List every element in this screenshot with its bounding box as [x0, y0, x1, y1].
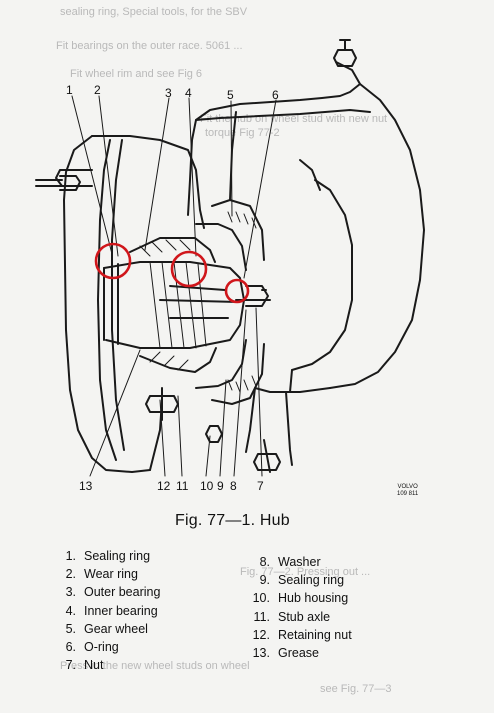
callout-1: 1 [66, 83, 73, 97]
bleed-text: Fit bearings on the outer race. 5061 ... [56, 40, 243, 52]
legend-number: 7. [65, 658, 76, 673]
legend-label: Washer [278, 555, 321, 569]
callout-3: 3 [165, 86, 172, 100]
vendor-mark: VOLVO 109 811 [397, 484, 418, 498]
callout-6: 6 [272, 88, 279, 102]
legend-item: 1. Sealing ring [50, 547, 160, 565]
legend-item: 12. Retaining nut [244, 626, 352, 644]
stub-axle [145, 387, 281, 473]
legend-item: 13. Grease [244, 644, 352, 662]
legend-right: 8. Washer 9. Sealing ring 10. Hub housing 1… [244, 553, 352, 662]
legend-number: 11. [253, 609, 270, 624]
legend-item: 2. Wear ring [50, 565, 160, 583]
legend-number: 2. [65, 567, 76, 582]
legend-label: Grease [278, 646, 319, 661]
callout-5: 5 [227, 88, 234, 102]
bleed-text: Fig. 77—2. Pressing out ... [240, 566, 371, 578]
bleed-text: sealing ring, Special tools, for the SBV [60, 6, 248, 18]
callout-2: 2 [94, 83, 101, 97]
callout-12: 12 [157, 479, 171, 493]
figure-caption: Fig. 77—1. Hub [175, 512, 290, 529]
bleed-text: torque Fig 77-2 [205, 127, 280, 139]
highlight-circle-inner-bearing [170, 250, 208, 288]
legend-label: Nut [84, 658, 104, 673]
leader-lines [71, 95, 277, 477]
legend-item: 4. Inner bearing [50, 602, 160, 620]
legend-label: Sealing ring [278, 573, 345, 588]
callout-4: 4 [185, 86, 192, 100]
gear-wheel [139, 211, 257, 393]
legend-item: 3. Outer bearing [50, 583, 161, 601]
vendor-name: VOLVO [397, 484, 418, 490]
callout-8: 8 [230, 479, 237, 493]
legend-item: 7. Nut [50, 656, 160, 674]
legend-number: 12. [252, 627, 270, 642]
hub-drawing: 1 2 3 4 5 6 13 12 11 10 9 8 7 [35, 39, 425, 493]
bleed-text: see Fig. 77—3 [320, 683, 392, 695]
legend-item: 9. Sealing ring [244, 571, 352, 589]
legend-number: 4. [65, 603, 76, 618]
legend-label: Stub axle [278, 609, 331, 624]
callout-7: 7 [257, 479, 264, 493]
legend-number: 9. [259, 573, 270, 588]
legend-label: Wear ring [84, 567, 138, 582]
callout-10: 10 [200, 479, 214, 493]
legend-number: 8. [259, 555, 270, 569]
bearing-assembly [103, 199, 271, 405]
legend-number: 10. [252, 591, 270, 606]
top-stud [333, 39, 357, 67]
callout-13: 13 [79, 479, 93, 493]
callout-11: 11 [176, 479, 189, 493]
vendor-code: 109 811 [397, 491, 419, 497]
legend-number: 6. [65, 640, 76, 655]
legend-number: 3. [65, 585, 76, 600]
highlight-circle-o-ring [224, 278, 250, 304]
legend-label: Retaining nut [278, 627, 352, 642]
highlight-circle-sealing-ring [94, 242, 132, 280]
legend-label: Gear wheel [84, 621, 148, 636]
legend-number: 5. [65, 621, 76, 636]
legend-label: Sealing ring [84, 549, 151, 563]
legend-item: 10. Hub housing [244, 589, 352, 607]
bleed-text: Press in the new wheel studs on wheel [60, 660, 250, 672]
legend-number: 1. [65, 549, 76, 563]
legend-number: 13. [252, 646, 270, 661]
legend-label: O-ring [84, 640, 119, 655]
axle-housing [187, 61, 425, 466]
legend-label: Hub housing [278, 591, 349, 606]
legend-label: Inner bearing [84, 603, 158, 618]
legend-label: Outer bearing [84, 585, 161, 600]
legend-item: 5. Gear wheel [50, 620, 160, 638]
callout-9: 9 [217, 479, 224, 493]
legend-item: 8. Washer [244, 553, 352, 571]
bleed-text: Fit wheel rim and see Fig 6 [70, 68, 203, 80]
legend-left: 1. Sealing ring 2. Wear ring 3. Outer beari… [50, 547, 161, 674]
legend-item: 11. Stub axle [244, 608, 352, 626]
legend-item: 6. O-ring [50, 638, 160, 656]
